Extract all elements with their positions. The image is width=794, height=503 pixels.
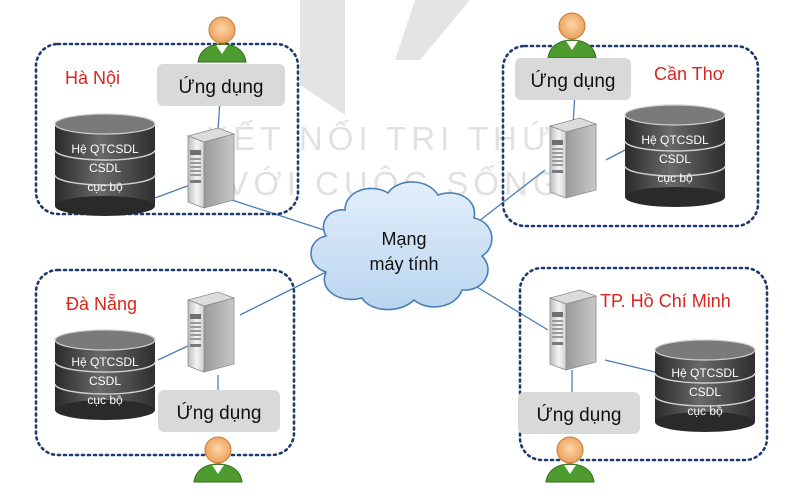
db-line1-da-nang: Hệ QTCSDL — [71, 355, 139, 369]
app-label-da-nang: Ứng dụng — [177, 402, 262, 424]
link-can-tho — [469, 169, 546, 229]
db-line1-can-tho: Hệ QTCSDL — [641, 133, 709, 147]
watermark: KẾT NỐI TRI THỨC VỚI CUỘC SỐNG — [206, 0, 584, 202]
db-line3-ha-noi: cục bộ — [87, 180, 123, 194]
db-line3-hcm: cục bộ — [687, 404, 723, 418]
site-name-hcm: TP. Hồ Chí Minh — [600, 291, 731, 311]
db-line2-da-nang: CSDL — [89, 374, 121, 388]
db-line2-hcm: CSDL — [689, 385, 721, 399]
db-line2-ha-noi: CSDL — [89, 161, 121, 175]
db-line2-can-tho: CSDL — [659, 152, 691, 166]
db-line3-da-nang: cục bộ — [87, 393, 123, 407]
link-can-tho-db — [605, 149, 626, 161]
network-label-line2: máy tính — [369, 254, 438, 274]
database-icon — [654, 339, 756, 432]
site-can-tho: Cần Thơ Ứng dụng Hệ QTCSDL CSDL cục bộ — [515, 12, 726, 207]
user-icon — [193, 436, 243, 483]
site-box-can-tho — [501, 44, 760, 228]
site-name-can-tho: Cần Thơ — [654, 64, 725, 84]
database-icon — [54, 329, 156, 420]
link-ha-noi-db — [154, 184, 191, 199]
site-box-hcm — [518, 266, 769, 462]
site-da-nang: Đà Nẵng Hệ QTCSDL CSDL cục bộ Ứng dụng — [54, 291, 280, 483]
watermark-line1: KẾT NỐI TRI THỨC — [206, 119, 584, 157]
site-ha-noi: Hà Nội Ứng dụng Hệ QTCSDL CSDL cục bộ — [54, 16, 285, 216]
link-ha-noi — [231, 199, 331, 233]
site-box-da-nang — [34, 268, 296, 457]
network-label-line1: Mạng — [381, 229, 426, 249]
db-line1-ha-noi: Hệ QTCSDL — [71, 142, 139, 156]
app-box-hcm — [518, 392, 640, 434]
server-icon — [187, 127, 235, 209]
app-box-ha-noi — [157, 64, 285, 106]
app-label-hcm: Ứng dụng — [537, 404, 622, 426]
site-name-ha-noi: Hà Nội — [65, 68, 120, 88]
link-da-nang-db — [157, 344, 191, 361]
app-label-ha-noi: Ứng dụng — [179, 76, 264, 98]
link-da-nang — [239, 269, 331, 316]
db-line1-hcm: Hệ QTCSDL — [671, 366, 739, 380]
server-icon — [187, 291, 235, 373]
site-name-da-nang: Đà Nẵng — [66, 294, 137, 314]
link-hcm-db — [604, 359, 656, 373]
user-icon — [197, 16, 247, 63]
app-box-can-tho — [515, 58, 631, 100]
server-icon — [549, 289, 597, 371]
app-label-can-tho: Ứng dụng — [531, 70, 616, 92]
network-cloud: Mạng máy tính — [310, 181, 493, 311]
user-icon — [547, 12, 597, 59]
site-hcm: TP. Hồ Chí Minh Hệ QTCSDL CSDL cục bộ Ứn… — [518, 289, 756, 483]
app-box-da-nang — [158, 390, 280, 432]
site-box-ha-noi — [34, 42, 300, 216]
database-icon — [624, 104, 726, 207]
database-icon — [54, 113, 156, 216]
server-icon — [549, 117, 597, 199]
db-line3-can-tho: cục bộ — [657, 171, 693, 185]
